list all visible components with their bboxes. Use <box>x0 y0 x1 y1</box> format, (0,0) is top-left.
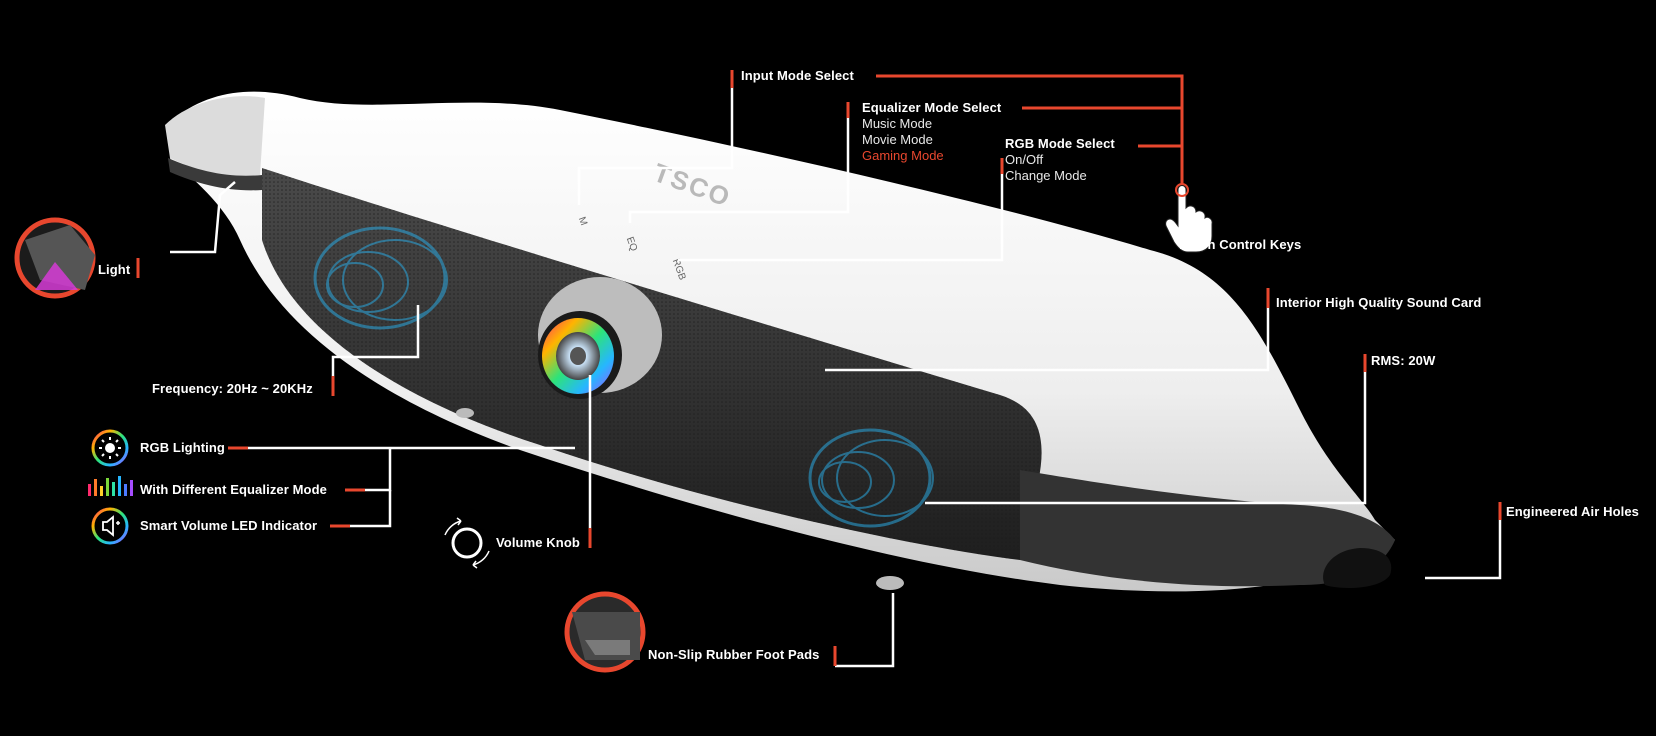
volume-led-icon <box>91 507 129 545</box>
leader-lines <box>170 80 1502 668</box>
touch-bracket <box>876 74 1184 185</box>
eq-option-movie: Movie Mode <box>862 132 933 147</box>
left-end-cap <box>165 96 265 177</box>
rotate-knob-icon <box>444 517 490 569</box>
rgb-mode-title: RGB Mode Select <box>1005 136 1115 151</box>
eq-option-gaming: Gaming Mode <box>862 148 944 163</box>
rgb-sun-icon <box>91 429 129 467</box>
foot-pad-front <box>876 576 904 590</box>
air-holes-label: Engineered Air Holes <box>1506 504 1639 519</box>
air-hole <box>1323 548 1392 588</box>
sound-wave-left <box>313 226 448 330</box>
volume-knob-label: Volume Knob <box>496 535 580 550</box>
light-label: Light <box>98 262 131 277</box>
frequency-label: Frequency: 20Hz ~ 20KHz <box>152 381 313 396</box>
input-mode-label: Input Mode Select <box>741 68 854 83</box>
right-end-cap <box>1020 470 1395 587</box>
eq-mode-title: Equalizer Mode Select <box>862 100 1002 115</box>
accent-ticks <box>136 70 1502 666</box>
volume-knob[interactable] <box>538 277 662 399</box>
foot-pad-back <box>456 408 474 418</box>
sound-wave-right <box>808 428 934 528</box>
rgb-lighting-label: RGB Lighting <box>140 440 225 455</box>
equalizer-bars-icon <box>88 476 133 496</box>
touch-keys-label: Touch Control Keys <box>1177 237 1302 252</box>
panel-button-input: M <box>576 216 589 228</box>
inset-light <box>14 217 96 299</box>
touch-hand-icon <box>1165 183 1213 253</box>
rms-label: RMS: 20W <box>1371 353 1436 368</box>
rgb-option-change: Change Mode <box>1005 168 1087 183</box>
foot-pads-label: Non-Slip Rubber Foot Pads <box>648 647 820 662</box>
inset-foot-pad <box>564 591 646 673</box>
sound-card-label: Interior High Quality Sound Card <box>1276 295 1482 310</box>
volume-led-label: Smart Volume LED Indicator <box>140 518 318 533</box>
rgb-option-onoff: On/Off <box>1005 152 1044 167</box>
panel-button-eq: EQ <box>624 236 639 254</box>
equalizer-label: With Different Equalizer Mode <box>140 482 327 497</box>
eq-option-music: Music Mode <box>862 116 933 131</box>
